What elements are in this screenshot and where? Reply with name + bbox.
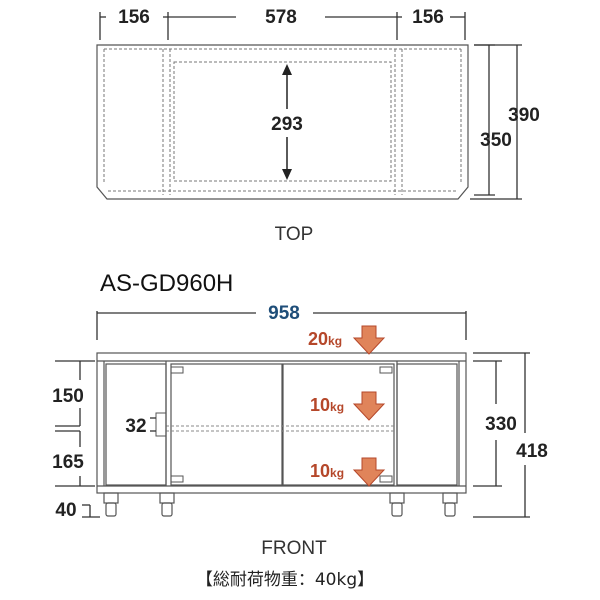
front-left-dimension-lines	[55, 360, 156, 518]
front-view	[55, 311, 530, 518]
load-label-top: 20kg	[308, 329, 342, 349]
load-label-bottom: 10kg	[310, 461, 344, 481]
front-dim-body-height: 330	[485, 414, 517, 435]
front-dim-total-height: 418	[516, 441, 548, 462]
top-outline	[96, 44, 469, 200]
top-dim-body-depth: 350	[480, 130, 512, 151]
top-view-label: TOP	[275, 224, 314, 245]
top-view	[96, 12, 522, 200]
front-casters	[103, 492, 458, 517]
top-width-dimension-lines	[99, 12, 466, 40]
front-dim-upper-shelf: 150	[52, 386, 84, 407]
front-width-dimension-lines	[96, 311, 467, 340]
model-name: AS-GD960H	[100, 270, 233, 297]
top-dim-center: 578	[265, 7, 297, 28]
front-dim-width: 958	[268, 303, 300, 324]
top-dim-right: 156	[412, 7, 444, 28]
front-body	[96, 352, 467, 494]
front-right-dimension-lines	[473, 352, 530, 518]
top-dim-inner-depth: 293	[271, 114, 303, 135]
front-dim-shelf-gap: 32	[125, 416, 146, 437]
load-arrow-bottom	[352, 457, 386, 487]
load-arrow-top	[352, 325, 386, 355]
total-load-note: 【総耐荷物重：40kg】	[196, 570, 374, 590]
front-dim-caster: 40	[55, 500, 76, 521]
load-arrows	[352, 325, 386, 487]
top-depth-brackets	[470, 44, 522, 200]
front-view-label: FRONT	[261, 538, 327, 559]
top-dim-left: 156	[118, 7, 150, 28]
top-hidden-lines	[103, 48, 462, 195]
front-dim-lower-shelf: 165	[52, 452, 84, 473]
front-shelf	[166, 425, 397, 432]
top-dim-total-depth: 390	[508, 105, 540, 126]
top-depth-label-bg	[262, 109, 312, 137]
load-label-middle: 10kg	[310, 395, 344, 415]
load-arrow-middle	[352, 391, 386, 421]
front-hinges	[155, 366, 393, 483]
